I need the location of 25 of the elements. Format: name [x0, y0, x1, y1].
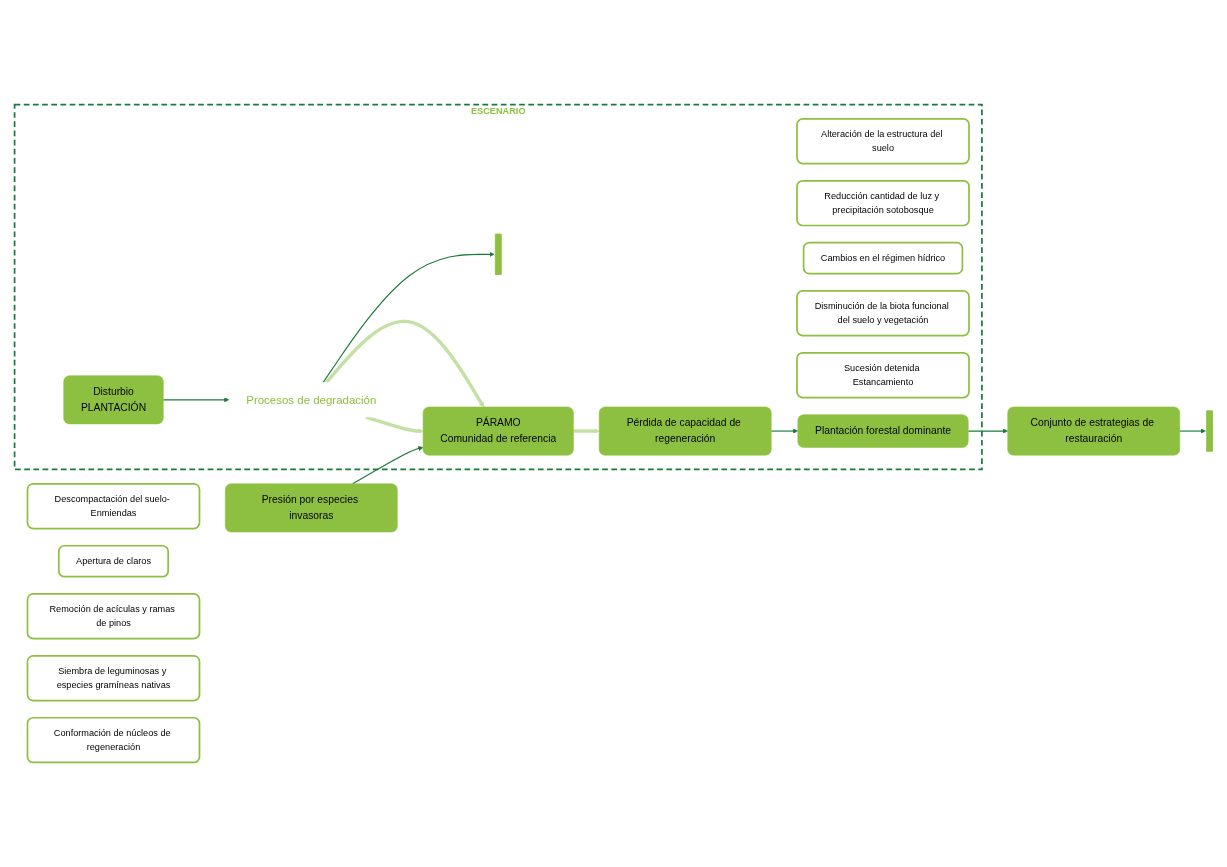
node-box: Presión por especies invasoras — [225, 483, 398, 533]
node-box: Sucesión detenida Estancamiento — [796, 351, 970, 399]
arrow — [1179, 428, 1206, 434]
node-box: Descompactación del suelo- Enmiendas — [26, 482, 201, 530]
node-box: Conjunto de estrategias de restauración — [1007, 406, 1180, 456]
node-box: Disminución de la biota funcional del suelo y vegetación — [796, 290, 970, 337]
node-box: Remoción de acículas y ramas de pinos — [26, 593, 201, 640]
arrow — [770, 428, 799, 434]
arrow — [162, 397, 230, 403]
arrow — [967, 428, 1008, 434]
node-box: Cambios en el régimen hídrico — [802, 241, 964, 275]
node-box: Reducción cantidad de luz y precipitación sotobosque — [796, 179, 970, 227]
node-box: Alteración de la estructura del suelo — [796, 118, 970, 165]
node-box: Siembra de leguminosas y especies gramíneas nativas — [26, 654, 201, 702]
arrow — [322, 251, 495, 384]
node-box: Apertura de claros — [57, 544, 170, 578]
arrow — [324, 319, 484, 408]
node-box: Pérdida de capacidad de regeneración — [598, 406, 772, 456]
arrow — [352, 445, 424, 485]
node-box: Disturbio PLANTACIÓN — [63, 375, 164, 425]
node-box: Plantación forestal dominante — [797, 414, 969, 448]
node-text: Procesos de degradación — [246, 393, 377, 407]
node-box: PÁRAMO Comunidad de referencia — [422, 406, 574, 456]
arrow — [573, 428, 600, 434]
node-box: Conformación de núcleos de regeneración — [26, 716, 201, 764]
